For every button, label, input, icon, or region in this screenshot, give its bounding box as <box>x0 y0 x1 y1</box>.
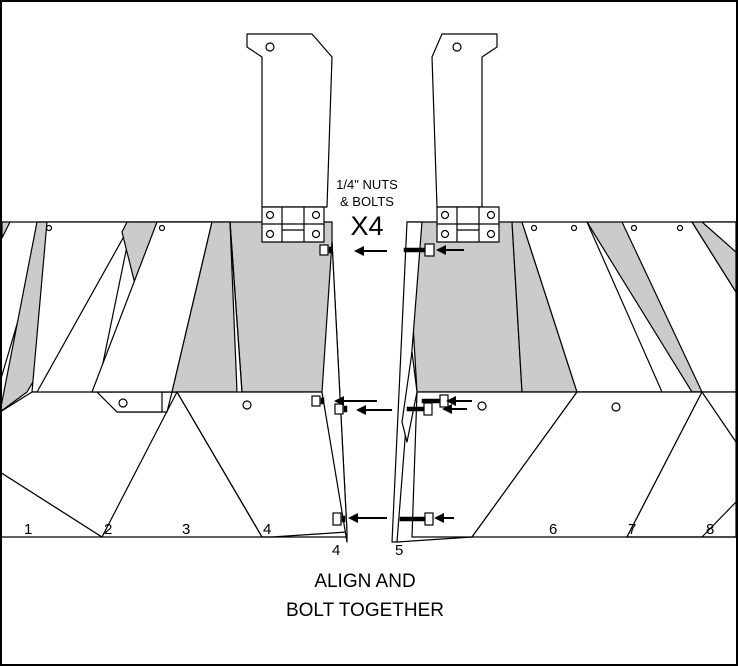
panel-number: 3 <box>182 521 190 538</box>
panel-number: 8 <box>706 521 714 538</box>
nut-3 <box>332 512 346 526</box>
callout-quantity: X4 <box>350 211 383 241</box>
arrow-right-bolt-1 <box>436 245 464 255</box>
left-bracket <box>246 33 333 243</box>
seam-number-left: 4 <box>332 542 340 559</box>
panel-number-labels: 1 2 3 4 6 7 8 <box>24 521 714 538</box>
instruction-text: ALIGN AND BOLT TOGETHER <box>286 571 444 621</box>
arrow-left-2a <box>334 396 377 406</box>
arrow-left-2b <box>356 405 392 415</box>
panel-number: 2 <box>104 521 112 538</box>
arrow-right-bolt-2a <box>446 396 472 406</box>
panel-7 <box>621 221 736 538</box>
panel-number: 7 <box>628 521 636 538</box>
callout-line-1: 1/4" NUTS <box>336 177 398 192</box>
bolt-2 <box>406 394 449 416</box>
callout-line-2: & BOLTS <box>340 194 394 209</box>
panel-5 <box>391 221 578 543</box>
instruction-line-2: BOLT TOGETHER <box>286 600 444 621</box>
arrow-right-bolt-3 <box>434 513 454 523</box>
right-bracket <box>431 33 500 243</box>
arrow-left-1 <box>354 246 387 256</box>
instruction-line-1: ALIGN AND <box>314 571 415 592</box>
arrow-right-bolt-2b <box>442 404 467 414</box>
hardware-group <box>311 243 449 526</box>
panel-number: 6 <box>549 521 557 538</box>
arrows <box>334 245 472 523</box>
arrow-left-3 <box>348 513 387 523</box>
nut-1 <box>319 244 333 256</box>
nut-2 <box>311 395 348 415</box>
panel-8 <box>627 221 736 538</box>
panel-number: 4 <box>263 521 271 538</box>
seam-number-labels: 4 5 <box>332 542 403 559</box>
panel-number: 1 <box>24 521 32 538</box>
seam-number-right: 5 <box>395 542 403 559</box>
bolt-1 <box>403 243 435 257</box>
panel-4 <box>102 221 348 543</box>
hardware-callout: 1/4" NUTS & BOLTS X4 <box>336 177 398 241</box>
bolt-3 <box>399 512 434 526</box>
